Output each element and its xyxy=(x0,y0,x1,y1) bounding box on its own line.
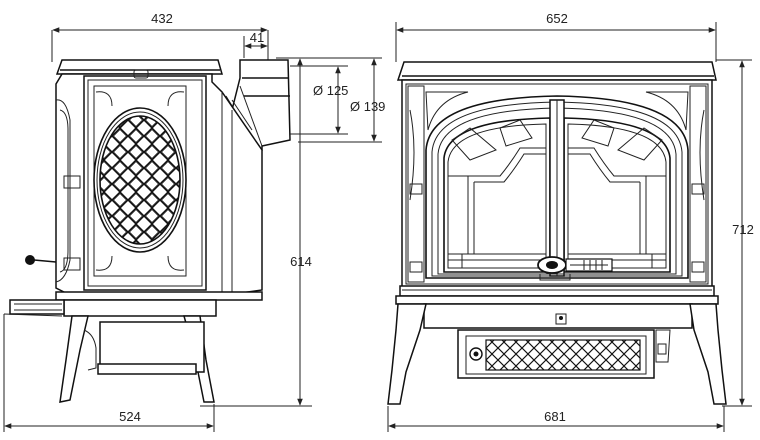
label-side-top-width: 432 xyxy=(151,11,173,26)
dim-flue-height: 614 xyxy=(200,57,312,407)
side-view: 432 41 Ø 125 xyxy=(3,11,385,432)
side-door-panel xyxy=(83,69,207,291)
side-air-knob[interactable] xyxy=(25,255,57,265)
side-front-edge xyxy=(55,99,81,283)
side-legs xyxy=(59,315,215,403)
front-view: 652 712 xyxy=(387,11,754,432)
dim-flue-offset: 41 xyxy=(243,30,269,58)
front-left-door[interactable] xyxy=(443,117,551,273)
dim-side-base-depth: 524 xyxy=(3,314,215,432)
front-ash-drawer[interactable] xyxy=(457,329,655,379)
front-lower-band xyxy=(399,285,715,297)
dim-flue-diameter-outer: Ø 139 xyxy=(276,57,385,143)
label-front-total-height: 712 xyxy=(732,222,754,237)
label-flue-diameter-outer: Ø 139 xyxy=(350,99,385,114)
front-corner-lattice xyxy=(425,91,689,131)
label-front-base-width: 681 xyxy=(544,409,566,424)
label-front-top-width: 652 xyxy=(546,11,568,26)
dim-side-top-width: 432 xyxy=(51,11,269,62)
label-side-base-depth: 524 xyxy=(119,409,141,424)
front-top-plate xyxy=(396,61,717,81)
front-door-handle[interactable] xyxy=(537,256,613,281)
side-top-plate xyxy=(55,59,223,75)
dim-front-total-height: 712 xyxy=(716,59,754,407)
label-flue-diameter-inner: Ø 125 xyxy=(313,83,348,98)
dim-flue-diameter-inner: Ø 125 xyxy=(290,65,348,135)
dim-front-top-width: 652 xyxy=(395,11,717,62)
front-pilasters xyxy=(407,85,707,283)
front-legs xyxy=(387,303,727,405)
dim-front-base-width: 681 xyxy=(387,406,725,432)
label-flue-offset: 41 xyxy=(250,30,264,45)
side-base xyxy=(3,291,263,317)
label-flue-height: 614 xyxy=(290,254,312,269)
front-base xyxy=(395,295,719,329)
